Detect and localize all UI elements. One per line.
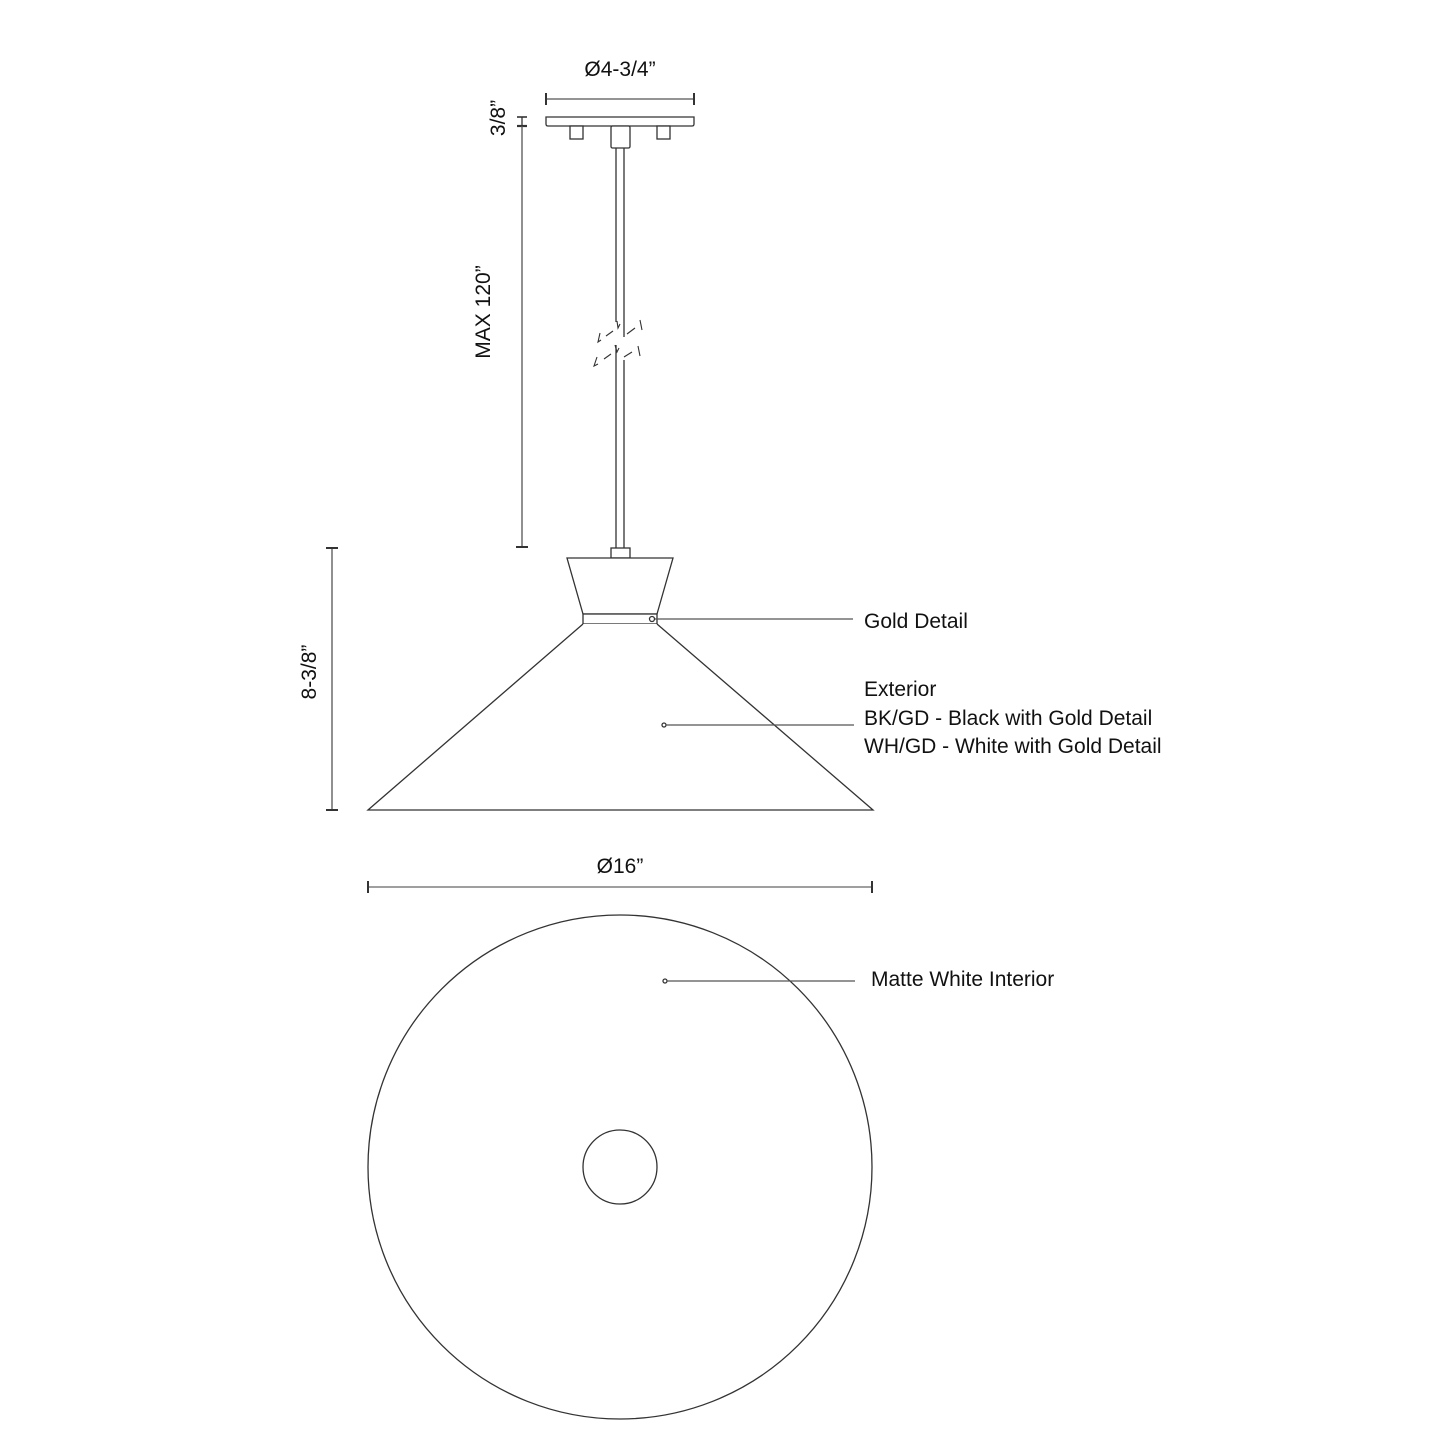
exterior-option-white: WH/GD - White with Gold Detail	[864, 735, 1162, 758]
shade-cone	[366, 623, 875, 811]
gold-detail-callout: Gold Detail	[864, 610, 968, 633]
shade-neck-cone	[566, 557, 674, 615]
shade-center-opening	[582, 1129, 658, 1205]
shade-height-label: 8-3/8”	[298, 644, 321, 700]
shade-diameter-dimension-line	[367, 881, 873, 893]
max-length-label: MAX 120”	[472, 265, 495, 359]
gold-detail-leader	[648, 615, 853, 623]
canopy-height-label: 3/8”	[487, 99, 510, 137]
interior-callout: Matte White Interior	[871, 968, 1055, 991]
canopy	[545, 116, 695, 149]
exterior-leader	[661, 722, 854, 728]
exterior-callout-title: Exterior	[864, 678, 937, 701]
gold-detail-band	[582, 613, 658, 625]
suspension-rod-upper	[615, 148, 625, 337]
suspension-rod-lower	[615, 345, 625, 548]
max-length-dimension-line	[516, 126, 528, 548]
shade-diameter-label: Ø16”	[596, 855, 644, 878]
rod-coupler	[610, 547, 631, 559]
canopy-diameter-label: Ø4-3/4”	[584, 58, 656, 81]
shade-bottom-view-outline	[367, 914, 873, 1420]
interior-leader	[662, 978, 855, 984]
canopy-diameter-dimension-line	[545, 93, 695, 105]
exterior-option-black: BK/GD - Black with Gold Detail	[864, 707, 1153, 730]
rod-break-symbol	[593, 319, 643, 368]
canopy-height-dimension-line	[517, 116, 527, 128]
shade-height-dimension-line	[326, 547, 338, 811]
